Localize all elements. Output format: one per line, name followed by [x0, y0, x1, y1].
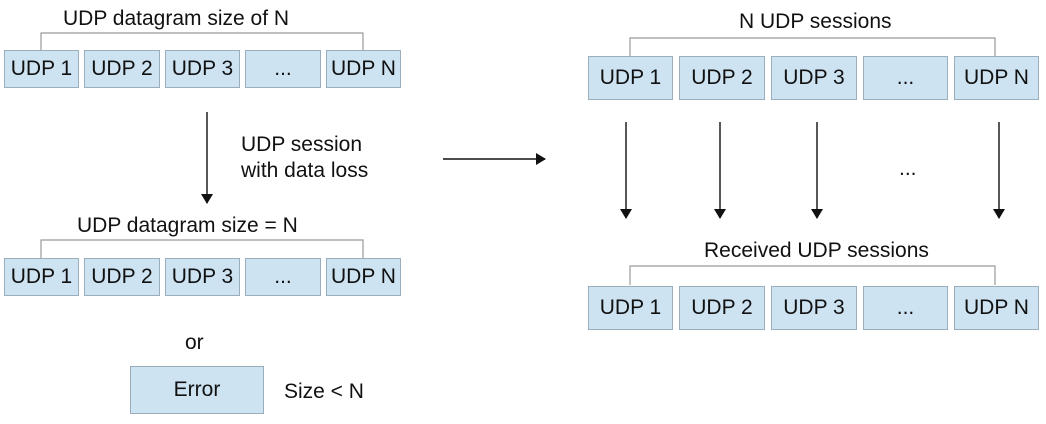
right-bottom-box-udp-n: UDP N: [954, 286, 1039, 330]
right-top-box-udp-n: UDP N: [954, 56, 1039, 100]
left-bottom-box-udp-3: UDP 3: [165, 258, 240, 296]
right-top-box-udp-2: UDP 2: [679, 56, 765, 100]
left-bottom-bracket: [40, 239, 364, 258]
arrow-label-line-1: UDP session: [241, 133, 362, 156]
right-top-box-udp-3: UDP 3: [771, 56, 857, 100]
right-top-box-ellipsis: ...: [863, 56, 948, 100]
left-top-box-ellipsis: ...: [245, 50, 321, 88]
right-bottom-box-udp-3: UDP 3: [771, 286, 857, 330]
right-bottom-box-ellipsis: ...: [863, 286, 948, 330]
right-bottom-box-udp-2: UDP 2: [679, 286, 765, 330]
left-top-bracket: [40, 32, 364, 50]
right-top-title: N UDP sessions: [739, 10, 892, 33]
or-label: or: [185, 331, 204, 354]
right-bottom-box-udp-1: UDP 1: [588, 286, 673, 330]
left-top-box-udp-1: UDP 1: [4, 50, 79, 88]
left-bottom-box-ellipsis: ...: [245, 258, 321, 296]
right-bottom-bracket: [629, 265, 996, 285]
left-bottom-box-udp-1: UDP 1: [4, 258, 79, 296]
right-top-box-udp-1: UDP 1: [588, 56, 673, 100]
left-bottom-box-udp-2: UDP 2: [84, 258, 160, 296]
left-top-box-udp-3: UDP 3: [165, 50, 240, 88]
left-top-box-udp-2: UDP 2: [84, 50, 160, 88]
left-top-title: UDP datagram size of N: [63, 7, 290, 30]
error-note: Size < N: [284, 380, 364, 403]
left-bottom-title: UDP datagram size = N: [77, 214, 298, 237]
arrow-label-line-2: with data loss: [241, 159, 369, 182]
left-bottom-box-udp-n: UDP N: [326, 258, 401, 296]
right-bottom-title: Received UDP sessions: [704, 239, 929, 262]
right-top-bracket: [629, 37, 996, 56]
left-top-box-udp-n: UDP N: [326, 50, 401, 88]
middle-ellipsis: ...: [899, 157, 917, 180]
error-box: Error: [130, 366, 264, 414]
